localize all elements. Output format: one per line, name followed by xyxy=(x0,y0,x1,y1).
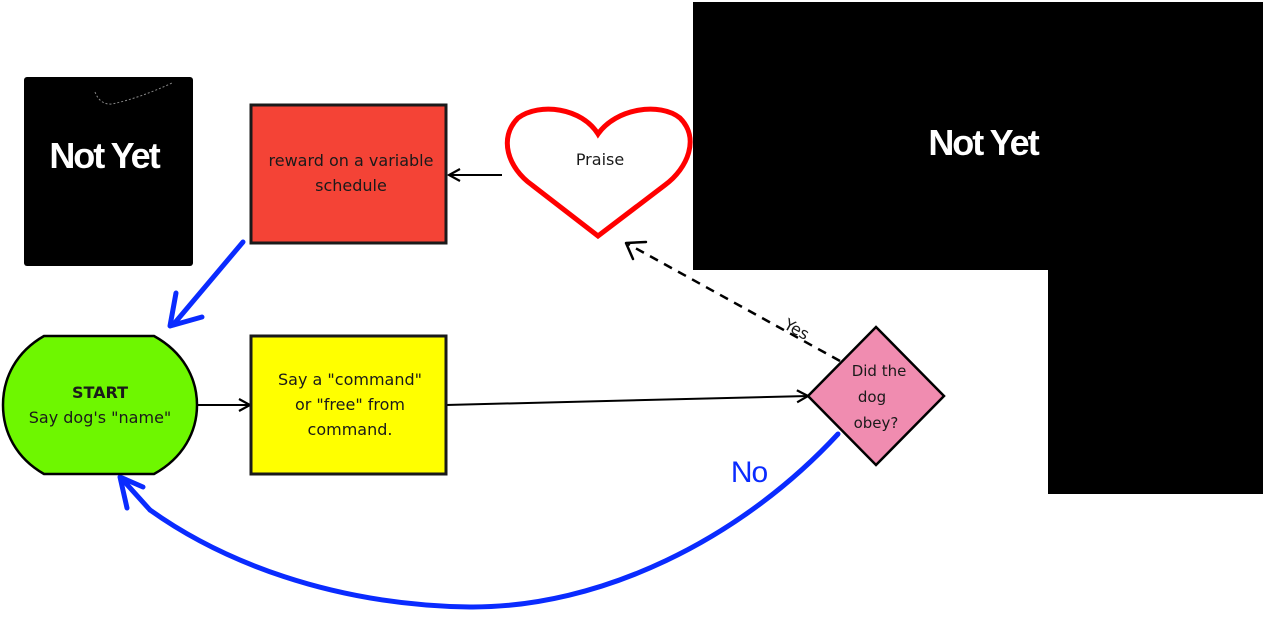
node-command[interactable]: Say a "command" or "free" from command. xyxy=(249,334,448,476)
edge-reward-to-start xyxy=(167,239,246,329)
node-command-line-3: command. xyxy=(308,420,393,439)
node-start[interactable]: START Say dog's "name" xyxy=(1,334,199,476)
node-praise-label: Praise xyxy=(576,150,624,169)
edge-decision-to-start-no: No xyxy=(117,431,841,610)
node-command-line-1: Say a "command" xyxy=(278,370,422,389)
node-decision[interactable]: Did the dog obey? xyxy=(806,325,946,467)
node-start-label: Say dog's "name" xyxy=(29,408,172,427)
node-decision-line-1: Did the xyxy=(852,362,907,380)
node-decision-line-3: obey? xyxy=(854,414,899,432)
redaction-block-right: Not Yet xyxy=(693,2,1263,494)
redaction-label-left: Not Yet xyxy=(49,135,160,176)
node-reward-line-1: reward on a variable xyxy=(269,151,434,170)
edge-label-yes: Yes xyxy=(780,314,813,344)
node-reward-line-2: schedule xyxy=(315,176,387,195)
redaction-label-right: Not Yet xyxy=(928,122,1039,163)
node-command-line-2: or "free" from xyxy=(295,395,405,414)
edge-command-to-decision xyxy=(445,396,808,406)
node-start-title: START xyxy=(72,383,128,402)
node-reward[interactable]: reward on a variable schedule xyxy=(249,103,448,245)
edge-label-no: No xyxy=(731,456,768,489)
node-praise[interactable]: Praise xyxy=(504,106,693,240)
redaction-block-left: Not Yet xyxy=(24,77,193,266)
node-decision-line-2: dog xyxy=(858,388,886,406)
